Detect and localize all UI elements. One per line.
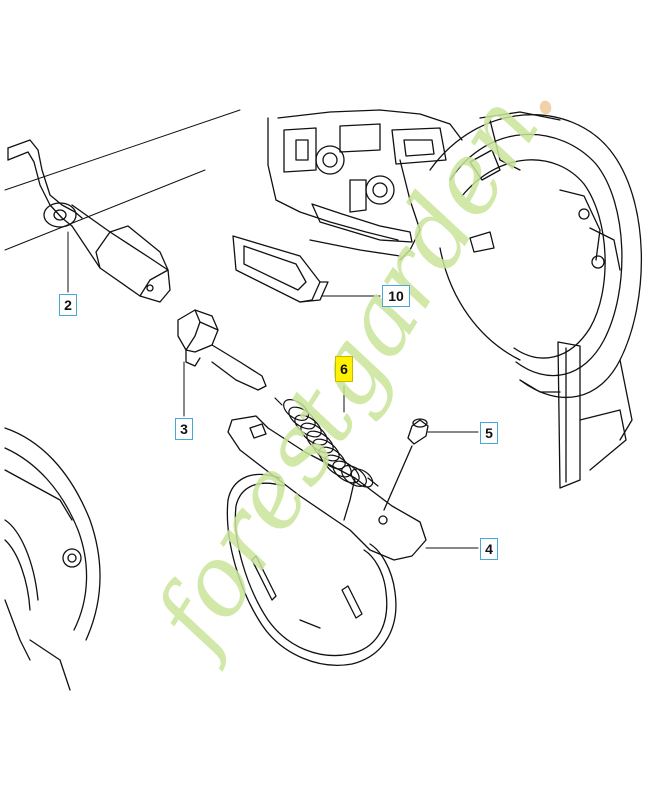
callout-3: 3 <box>175 418 193 440</box>
upper-right-housing <box>267 109 642 489</box>
part-2-brake-lever <box>7 139 171 303</box>
callout-4: 4 <box>480 538 498 560</box>
callout-6: 6 <box>335 356 353 382</box>
callout-10: 10 <box>382 285 410 307</box>
background-guide-lines <box>4 109 241 251</box>
part-10-rubber-block <box>232 235 329 303</box>
callout-5: 5 <box>480 422 498 444</box>
part-4-brake-band <box>226 415 427 666</box>
callout-2: 2 <box>59 294 77 316</box>
left-housing-partial <box>4 427 101 691</box>
part-5-pin <box>383 418 429 511</box>
part-6-coil-spring <box>274 397 379 488</box>
leader-lines <box>67 231 479 549</box>
part-3-brake-link <box>177 309 267 391</box>
